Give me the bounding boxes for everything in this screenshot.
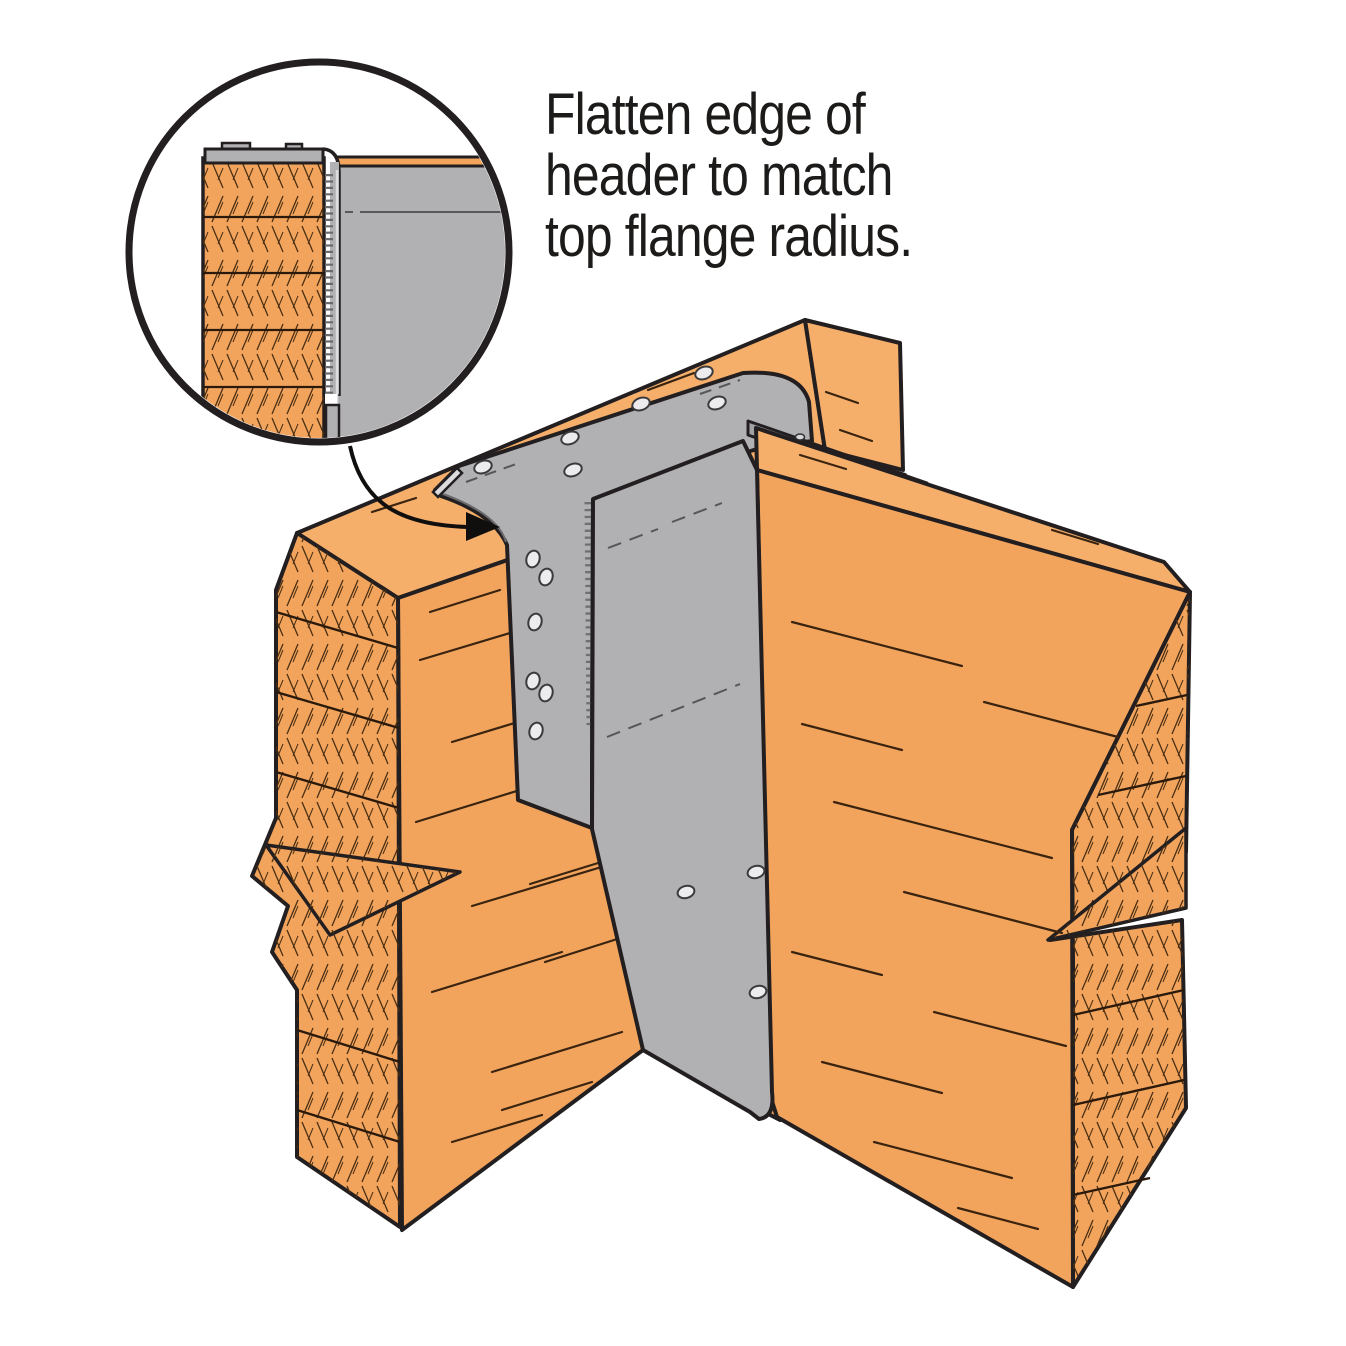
inset-vertical-plate (330, 162, 339, 394)
top-flange-nail-holes (473, 365, 727, 478)
inset-cap (203, 147, 325, 165)
callout-arrow (348, 445, 500, 541)
annotation-line-2: header to match (545, 143, 893, 208)
joist-grain-lines (790, 453, 1120, 1231)
hanger-side-panel (590, 439, 775, 1121)
panel-shading-dashes (606, 502, 741, 738)
joist-end-grain-hatch (1050, 592, 1190, 1287)
annotation-text: Flatten edge of header to match top flan… (545, 82, 913, 269)
inset-lamination-lines (203, 215, 324, 389)
joist-lamination-lines (1072, 693, 1188, 1197)
joist-beam (754, 426, 1192, 1289)
flange-shading-dashes (465, 379, 741, 483)
face-plate-nail-holes (525, 549, 554, 741)
inset-wood-strip (336, 157, 505, 166)
header-lamination-lines (275, 610, 401, 1144)
flange-bend-crease (442, 493, 507, 543)
header-cut-end-face (803, 318, 905, 472)
inset-plate-lower (324, 403, 341, 438)
annotation-line-3: top flange radius. (545, 204, 913, 269)
side-panel (590, 439, 775, 1121)
far-plate-nail (794, 433, 806, 441)
callout-arrow-curve (348, 445, 469, 529)
side-panel-nail-holes (676, 864, 768, 1000)
joist-break-wedge (1046, 826, 1188, 942)
header-break-wedge (264, 843, 462, 937)
inset-gap (325, 394, 337, 405)
annotation-line-1: Flatten edge of (545, 82, 866, 147)
inset-detail-circle (125, 58, 513, 446)
flange-tip-edge (431, 466, 464, 499)
callout-arrow-head-icon (466, 512, 500, 541)
